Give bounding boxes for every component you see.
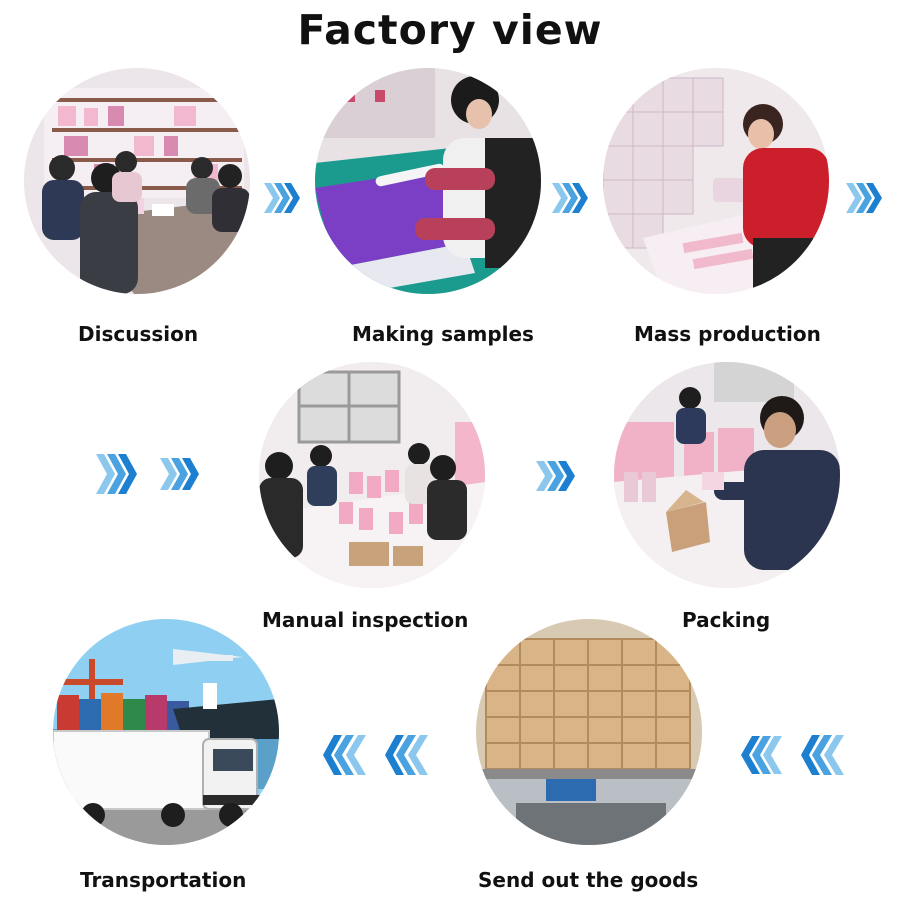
step-label-manual-inspection: Manual inspection [262,608,469,632]
arrow-left [740,734,784,776]
step-label-packing: Packing [682,608,771,632]
step-label-transportation: Transportation [80,868,247,892]
page-title: Factory view [297,6,603,54]
send-out-goods-photo [476,619,702,845]
arrow-right [94,452,138,496]
arrow-right [844,181,884,215]
chevron-right-icon [552,183,588,213]
chevron-left-icon [385,735,428,775]
arrow-left [322,733,368,777]
arrow-right [158,456,200,492]
transportation-photo [53,619,279,845]
arrow-left [800,733,846,777]
chevron-left-icon [801,735,844,775]
step-label-send-out-goods: Send out the goods [478,868,699,892]
arrow-left [384,733,430,777]
chevron-right-icon [160,458,199,490]
mass-production-photo [603,68,829,294]
chevron-right-icon [846,183,882,213]
discussion-photo [24,68,250,294]
step-label-mass-production: Mass production [634,322,821,346]
step-label-discussion: Discussion [78,322,199,346]
chevron-left-icon [323,735,366,775]
chevron-right-icon [96,454,137,494]
manual-inspection-photo [259,362,485,588]
arrow-right [262,181,302,215]
arrow-right [534,459,576,493]
packing-photo [614,362,840,588]
arrow-right [550,181,590,215]
chevron-right-icon [536,461,575,491]
chevron-right-icon [264,183,300,213]
step-label-making-samples: Making samples [352,322,534,346]
chevron-left-icon [741,736,782,774]
making-samples-photo [315,68,541,294]
